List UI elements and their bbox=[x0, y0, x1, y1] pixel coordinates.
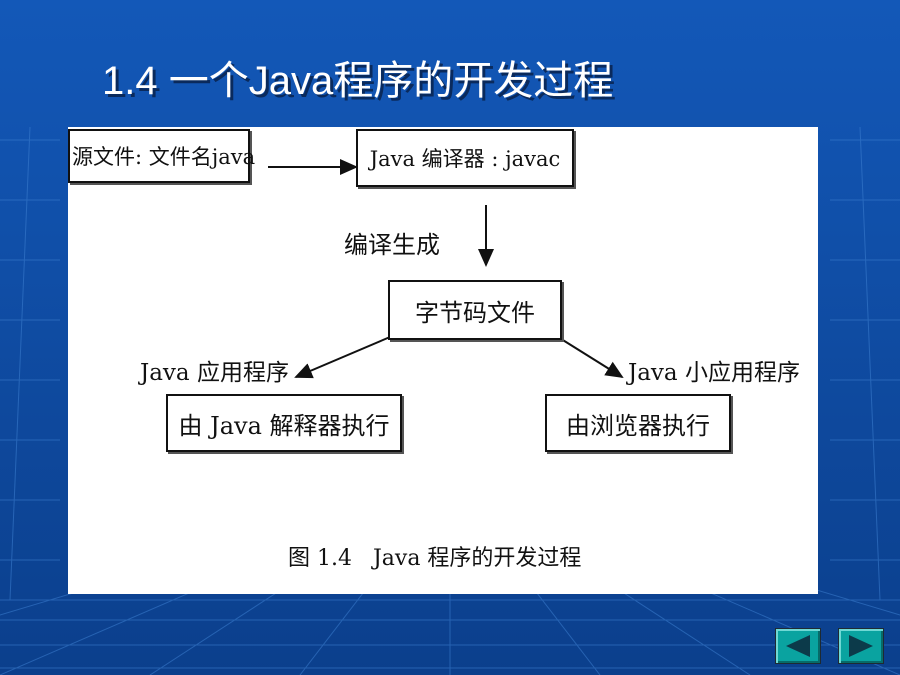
browser-box: 由浏览器执行 bbox=[545, 394, 731, 452]
triangle-right-icon bbox=[849, 635, 873, 657]
application-label: Java 应用程序 bbox=[140, 360, 289, 386]
interpreter-label: 由 Java 解释器执行 bbox=[178, 411, 390, 440]
figure-caption: 图 1.4 Java 程序的开发过程 bbox=[288, 546, 582, 571]
browser-label: 由浏览器执行 bbox=[566, 411, 710, 440]
source-file-box: 源文件: 文件名java bbox=[68, 129, 255, 183]
diagram-panel: 源文件: 文件名java Java 编译器 : javac 编译生成 字节码文件… bbox=[68, 127, 818, 594]
triangle-left-icon bbox=[786, 635, 810, 657]
applet-label: Java 小应用程序 bbox=[628, 360, 800, 386]
compile-label: 编译生成 bbox=[344, 231, 440, 259]
slide-title: 1.4 一个Java程序的开发过程 bbox=[102, 59, 614, 103]
bytecode-label: 字节码文件 bbox=[415, 298, 535, 327]
arrow-bytecode-to-applet bbox=[557, 336, 624, 379]
diagram-arrows bbox=[268, 159, 624, 379]
interpreter-box: 由 Java 解释器执行 bbox=[166, 394, 402, 452]
compiler-box: Java 编译器 : javac bbox=[356, 129, 574, 187]
compiler-label: Java 编译器 : javac bbox=[369, 147, 561, 171]
source-file-label: 源文件: 文件名java bbox=[72, 145, 256, 169]
arrow-bytecode-to-application bbox=[294, 336, 391, 379]
previous-slide-button[interactable] bbox=[775, 628, 821, 664]
next-slide-button[interactable] bbox=[838, 628, 884, 664]
bytecode-box: 字节码文件 bbox=[388, 280, 562, 340]
